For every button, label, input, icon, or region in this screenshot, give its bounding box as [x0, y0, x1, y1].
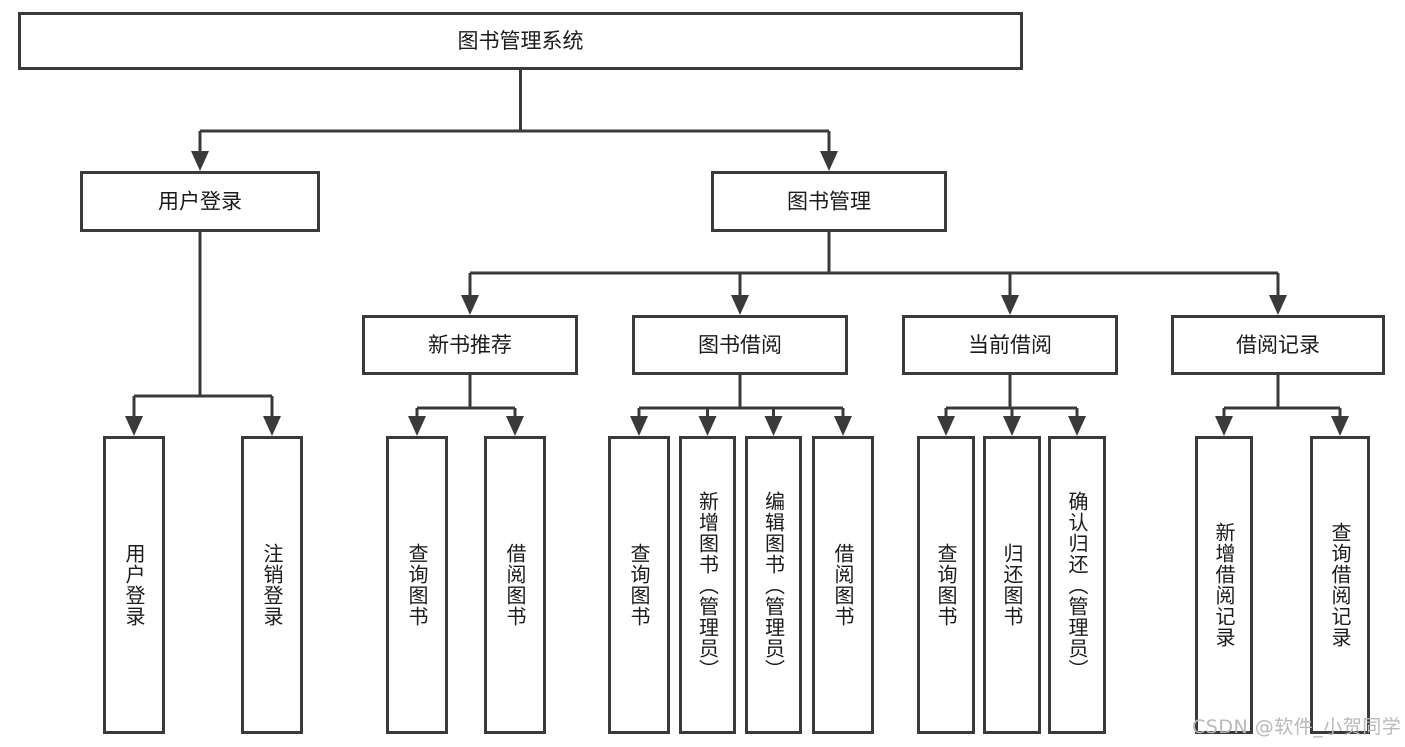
node-label-wrap-leaf-user-login: 用户登录: [103, 436, 165, 734]
node-box-leaf-edit-book[interactable]: [745, 436, 802, 734]
arrow-head-icon: [937, 416, 955, 436]
node-label-borrow-record: 借阅记录: [1236, 333, 1320, 357]
node-box-book-borrow[interactable]: [632, 315, 848, 375]
node-label-leaf-query-book-1: 查询图书: [405, 543, 429, 627]
arrow-head-icon: [698, 416, 717, 436]
node-label-leaf-return-book: 归还图书: [1000, 543, 1024, 627]
arrow-head-icon: [834, 416, 852, 436]
node-label-wrap-leaf-confirm-return: 确认归还（管理员）: [1048, 436, 1106, 734]
node-leaf-user-login[interactable]: [103, 436, 165, 734]
node-label-wrap-leaf-edit-book: 编辑图书（管理员）: [745, 436, 802, 734]
node-box-leaf-logout[interactable]: [241, 436, 303, 734]
node-label-leaf-confirm-return: 确认归还（管理员）: [1065, 490, 1089, 680]
node-label-new-book-rec: 新书推荐: [428, 333, 512, 357]
node-label-book-manage: 图书管理: [787, 190, 871, 214]
node-label-wrap-leaf-query-book-3: 查询图书: [917, 436, 975, 734]
node-label-wrap-leaf-logout: 注销登录: [241, 436, 303, 734]
node-box-leaf-add-book[interactable]: [679, 436, 736, 734]
node-label-wrap-leaf-borrow-book-2: 借阅图书: [812, 436, 874, 734]
node-label-leaf-logout: 注销登录: [260, 543, 284, 627]
node-leaf-query-record[interactable]: [1310, 436, 1370, 734]
node-label-wrap-leaf-add-book: 新增图书（管理员）: [679, 436, 736, 734]
node-label-wrap-leaf-query-book-1: 查询图书: [386, 436, 448, 734]
node-label-leaf-borrow-book-2: 借阅图书: [831, 543, 855, 627]
node-box-root[interactable]: [18, 12, 1023, 70]
node-leaf-add-book[interactable]: [679, 436, 736, 734]
edges-layer: [125, 70, 1349, 436]
node-box-leaf-query-record[interactable]: [1310, 436, 1370, 734]
node-label-book-borrow: 图书借阅: [698, 333, 782, 357]
node-new-book-rec[interactable]: 新书推荐: [362, 315, 578, 375]
node-leaf-edit-book[interactable]: [745, 436, 802, 734]
node-box-borrow-record[interactable]: [1171, 315, 1385, 375]
node-box-leaf-confirm-return[interactable]: [1048, 436, 1106, 734]
arrow-head-icon: [506, 416, 524, 436]
arrow-head-icon: [461, 295, 479, 315]
arrow-head-icon: [191, 151, 209, 171]
node-box-leaf-borrow-book-1[interactable]: [484, 436, 546, 734]
node-leaf-return-book[interactable]: [983, 436, 1041, 734]
node-label-leaf-edit-book: 编辑图书（管理员）: [761, 490, 786, 680]
node-leaf-logout[interactable]: [241, 436, 303, 734]
node-box-new-book-rec[interactable]: [362, 315, 578, 375]
node-leaf-add-record[interactable]: [1195, 436, 1253, 734]
node-book-borrow[interactable]: 图书借阅: [632, 315, 848, 375]
arrow-head-icon: [408, 416, 426, 436]
node-label-leaf-query-book-3: 查询图书: [934, 543, 958, 627]
node-label-wrap-leaf-query-record: 查询借阅记录: [1310, 436, 1370, 734]
node-box-leaf-query-book-1[interactable]: [386, 436, 448, 734]
arrow-head-icon: [820, 151, 838, 171]
node-box-leaf-add-record[interactable]: [1195, 436, 1253, 734]
arrow-head-icon: [1003, 416, 1021, 436]
arrow-head-icon: [630, 416, 648, 436]
arrow-head-icon: [764, 416, 783, 436]
node-label-root: 图书管理系统: [458, 29, 584, 53]
node-label-current-borrow: 当前借阅: [968, 333, 1052, 357]
node-leaf-borrow-book-1[interactable]: [484, 436, 546, 734]
csdn-watermark: CSDN @软件_小贺同学: [1192, 716, 1402, 738]
node-borrow-record[interactable]: 借阅记录: [1171, 315, 1385, 375]
arrow-head-icon: [731, 295, 749, 315]
node-leaf-confirm-return[interactable]: [1048, 436, 1106, 734]
node-leaf-query-book-1[interactable]: [386, 436, 448, 734]
node-label-wrap-leaf-return-book: 归还图书: [983, 436, 1041, 734]
node-label-leaf-add-book: 新增图书（管理员）: [695, 490, 720, 680]
node-box-current-borrow[interactable]: [902, 315, 1118, 375]
arrow-head-icon: [1215, 416, 1233, 436]
node-leaf-query-book-2[interactable]: [608, 436, 670, 734]
arrow-head-icon: [1331, 416, 1349, 436]
node-box-leaf-query-book-3[interactable]: [917, 436, 975, 734]
node-current-borrow[interactable]: 当前借阅: [902, 315, 1118, 375]
node-box-user-login[interactable]: [80, 171, 320, 232]
arrow-head-icon: [125, 416, 143, 436]
node-root[interactable]: 图书管理系统: [18, 12, 1023, 70]
node-label-leaf-user-login: 用户登录: [122, 543, 146, 627]
node-label-leaf-query-book-2: 查询图书: [627, 543, 651, 627]
node-label-user-login: 用户登录: [158, 190, 242, 214]
node-label-wrap-leaf-add-record: 新增借阅记录: [1195, 436, 1253, 734]
node-box-leaf-borrow-book-2[interactable]: [812, 436, 874, 734]
node-user-login[interactable]: 用户登录: [80, 171, 320, 232]
arrow-head-icon: [1269, 295, 1287, 315]
node-label-leaf-add-record: 新增借阅记录: [1212, 522, 1236, 648]
node-box-leaf-user-login[interactable]: [103, 436, 165, 734]
arrow-head-icon: [1068, 416, 1086, 436]
node-box-book-manage[interactable]: [711, 171, 947, 232]
node-label-leaf-query-record: 查询借阅记录: [1328, 522, 1352, 648]
node-leaf-query-book-3[interactable]: [917, 436, 975, 734]
node-box-leaf-query-book-2[interactable]: [608, 436, 670, 734]
node-leaf-borrow-book-2[interactable]: [812, 436, 874, 734]
node-book-manage[interactable]: 图书管理: [711, 171, 947, 232]
node-label-leaf-borrow-book-1: 借阅图书: [503, 543, 527, 627]
arrow-head-icon: [1001, 295, 1019, 315]
node-label-wrap-leaf-query-book-2: 查询图书: [608, 436, 670, 734]
arrow-head-icon: [263, 416, 281, 436]
node-box-leaf-return-book[interactable]: [983, 436, 1041, 734]
node-label-wrap-leaf-borrow-book-1: 借阅图书: [484, 436, 546, 734]
